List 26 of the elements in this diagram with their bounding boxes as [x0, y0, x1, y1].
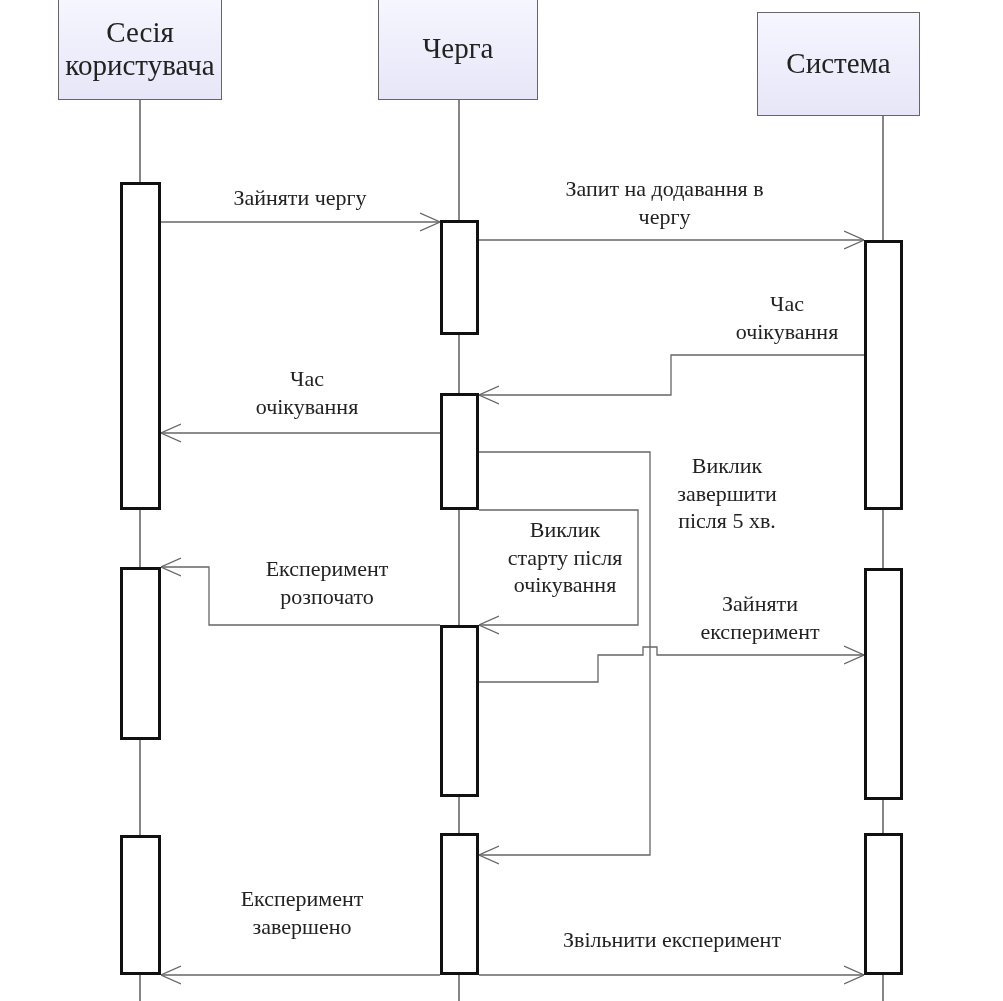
message-arrow	[478, 354, 865, 405]
message-arrow	[160, 423, 441, 443]
message-arrow	[478, 645, 865, 683]
activation-bar	[120, 182, 161, 510]
message-arrow	[478, 965, 865, 985]
activation-bar	[440, 393, 479, 510]
message-arrow	[160, 557, 441, 626]
lifeline-header	[58, 0, 222, 100]
lifeline-title: Система	[786, 47, 891, 81]
message-arrow	[160, 212, 441, 232]
activation-bar	[440, 625, 479, 797]
lifeline-title: Сесія користувача	[64, 15, 216, 83]
activation-bar	[120, 835, 161, 975]
message-arrow	[478, 230, 865, 250]
activation-bar	[864, 240, 903, 510]
lifeline-header	[378, 0, 538, 100]
activation-bar	[440, 833, 479, 975]
activation-bar	[120, 567, 161, 740]
lifeline-title: Черга	[422, 32, 494, 66]
message-arrow	[160, 965, 441, 985]
lifeline-header	[757, 12, 920, 116]
activation-bar	[440, 220, 479, 335]
activation-bar	[864, 568, 903, 800]
activation-bar	[864, 833, 903, 975]
message-arrow	[478, 451, 651, 865]
message-arrow	[478, 509, 639, 635]
